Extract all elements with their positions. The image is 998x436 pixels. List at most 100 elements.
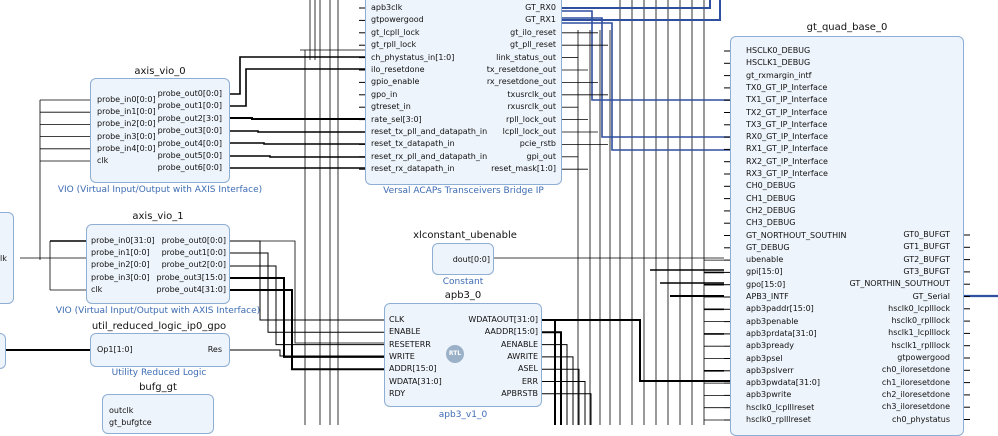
gt-right-port-0: GT0_BUFGT [903, 230, 950, 239]
axis-vio-1-block[interactable] [86, 224, 230, 304]
gt-left-port-25: apb3psel [746, 353, 783, 363]
wire-59 [230, 240, 384, 344]
bridge-right-port-7: txusrclk_out [507, 89, 556, 99]
wire-65 [542, 356, 574, 425]
vio0-right-port-5: probe_out5[0:0] [157, 151, 222, 160]
diagram-canvas [0, 0, 998, 425]
gt-right-port-2: GT2_BUFGT [903, 254, 950, 264]
bufg-port-ce: gt_bufgtce [109, 418, 152, 427]
wire-20 [562, 0, 721, 21]
gt-left-port-9: RX2_GT_IP_Interface [746, 156, 828, 166]
wire-69 [542, 319, 730, 382]
bridge-left-port-5: ilo_resetdone [371, 65, 425, 74]
util-out-port: Res [207, 345, 222, 354]
xlconstant-port: dout[0:0] [452, 255, 490, 264]
gt-right-port-1: GT1_BUFGT [903, 242, 950, 252]
bridge-left-port-2: gt_lcpll_lock [371, 27, 420, 37]
gt-left-port-6: TX3_GT_IP_Interface [746, 119, 828, 129]
xlconstant-subtitle: Constant [442, 277, 484, 287]
vio0-right-port-4: probe_out4[0:0] [157, 138, 222, 148]
apb3-left-port-4: ADDR[15:0] [389, 364, 437, 374]
wire-58 [230, 289, 384, 371]
partial-block-port: lk [0, 254, 7, 263]
gt-left-port-29: hsclk0_lcplllreset [746, 402, 815, 412]
partial-block-left[interactable] [0, 212, 14, 304]
gt-right-port-11: ch0_iloresetdone [881, 365, 950, 375]
wire-56 [230, 265, 384, 346]
wire-55 [230, 252, 384, 333]
wire-19 [562, 0, 711, 9]
bridge-ip-block[interactable] [365, 0, 562, 185]
axis-vio-0-block[interactable] [90, 78, 230, 183]
bridge-left-port-11: reset_tx_datapath_in [371, 139, 455, 149]
apb3-right-port-5: ERR [521, 376, 538, 386]
apb3-left-port-0: CLK [389, 315, 405, 324]
vio0-right-port-6: probe_out6[0:0] [157, 163, 222, 173]
apb3-left-port-2: RESETERR [389, 339, 431, 349]
xlconstant-title: xlconstant_ubenable [413, 230, 517, 241]
gt-left-port-8: RX1_GT_IP_Interface [746, 144, 828, 154]
bridge-right-port-5: tx_resetdone_out [486, 65, 556, 74]
bridge-right-port-6: rx_resetdone_out [486, 77, 556, 87]
apb3-left-port-6: RDY [389, 388, 406, 398]
bridge-left-port-8: gtreset_in [371, 102, 411, 112]
apb3-right-port-1: AADDR[15:0] [484, 327, 538, 337]
bridge-left-port-13: reset_rx_datapath_in [371, 164, 455, 174]
axis-vio-0-title: axis_vio_0 [134, 66, 186, 77]
wire-37 [230, 68, 365, 107]
gt-right-port-9: hsclk1_rplllock [891, 340, 950, 350]
gt-left-port-10: RX3_GT_IP_Interface [746, 169, 828, 178]
wire-67 [542, 381, 586, 425]
gt-right-port-5: GT_Serial [912, 291, 950, 301]
util-block[interactable] [90, 333, 230, 367]
vio1-right-port-4: probe_out4[31:0] [156, 284, 226, 294]
gt-left-port-24: apb3pready [746, 341, 794, 351]
gt-left-port-7: RX0_GT_IP_Interface [746, 132, 828, 142]
apb3-left-port-3: WRITE [389, 351, 415, 361]
apb3-right-port-0: WDATAOUT[31:0] [468, 315, 538, 324]
gt-right-port-3: GT3_BUFGT [903, 266, 950, 276]
wire-38 [230, 117, 365, 120]
bridge-left-port-0: apb3clk [371, 3, 403, 12]
wire-36 [230, 56, 365, 95]
bridge-right-port-11: pcie_rstb [519, 139, 556, 149]
apb3-block[interactable] [384, 303, 542, 407]
gt-right-port-6: hsclk0_lcplllock [888, 303, 950, 313]
apb3-left-port-5: WDATA[31:0] [389, 376, 442, 386]
wires-layer [0, 0, 998, 425]
bridge-left-port-1: gtpowergood [371, 15, 424, 25]
bridge-right-port-3: gt_pll_reset [510, 40, 556, 50]
gt-right-port-10: gtpowergood [897, 353, 950, 362]
gt-left-port-11: CH0_DEBUG [746, 181, 796, 191]
wire-61 [230, 349, 384, 357]
axis-vio-1-subtitle: VIO (Virtual Input/Output with AXIS Inte… [55, 306, 261, 316]
apb3-right-port-6: APBRSTB [501, 388, 538, 398]
bridge-right-port-10: lcpll_lock_out [502, 127, 556, 136]
gt-right-port-8: hsclk1_lcplllock [888, 328, 950, 338]
vio1-right-port-2: probe_out2[0:0] [161, 260, 226, 270]
gt-left-port-28: apb3pwrite [746, 390, 792, 400]
vio1-left-port-1: probe_in1[0:0] [91, 248, 150, 258]
gt-left-port-1: HSCLK1_DEBUG [746, 58, 811, 68]
util-title: util_reduced_logic_ip0_gpo [91, 321, 227, 332]
gt-quad-title: gt_quad_base_0 [806, 22, 888, 33]
axis-vio-0-subtitle: VIO (Virtual Input/Output with AXIS Inte… [57, 185, 263, 195]
partial-block-left-lower[interactable] [0, 333, 6, 369]
gt-left-port-20: APB3_INTF [746, 292, 789, 301]
apb3-right-port-2: AENABLE [501, 339, 538, 349]
bridge-right-port-2: gt_ilo_reset [510, 27, 556, 37]
wire-64 [542, 344, 568, 425]
vio0-left-port-5: clk [97, 156, 109, 165]
bridge-left-port-9: rate_sel[3:0] [371, 114, 422, 124]
vio0-right-port-0: probe_out0[0:0] [157, 89, 222, 98]
apb3-right-port-4: ASEL [517, 364, 538, 374]
bridge-ip-subtitle: Versal ACAPs Transceivers Bridge IP [383, 186, 544, 196]
bridge-right-port-9: rpll_lock_out [505, 114, 556, 124]
gt-right-port-12: ch1_iloresetdone [881, 377, 950, 387]
gt-left-port-16: GT_DEBUG [746, 242, 790, 252]
vio1-right-port-1: probe_out1[0:0] [161, 248, 226, 258]
axis-vio-1-title: axis_vio_1 [132, 211, 184, 222]
apb3-right-port-3: AWRITE [507, 351, 538, 361]
gt-left-port-17: ubenable [746, 255, 784, 265]
xlconstant-block[interactable] [432, 243, 494, 275]
